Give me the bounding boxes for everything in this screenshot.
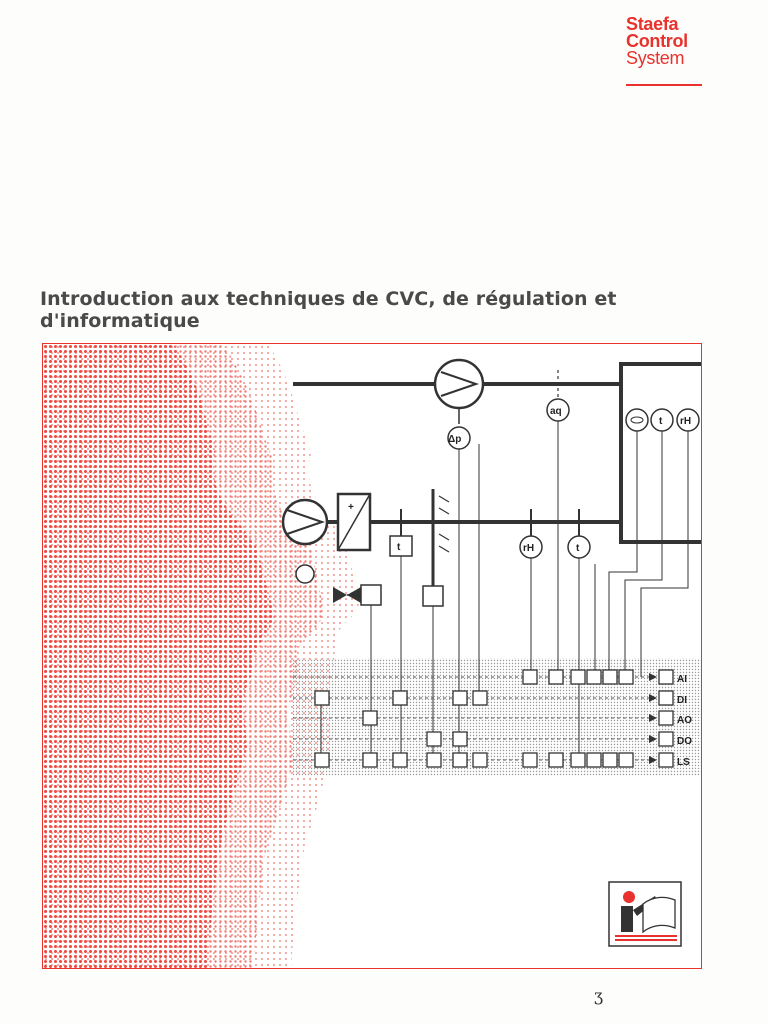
svg-text:+: + <box>348 502 354 513</box>
pressure-label: Δp <box>448 434 461 445</box>
duct-temp-sensor-icon: t <box>567 509 591 559</box>
duct-temp-label: t <box>576 543 580 554</box>
pressure-sensor-icon: Δp <box>447 426 471 450</box>
face-profile-halftone-icon <box>43 344 275 968</box>
signal-label-ls: LS <box>677 757 690 768</box>
signal-label-ao: AO <box>677 715 692 726</box>
temp-sensor-box-icon: t <box>389 509 413 557</box>
page-mark: ʒ <box>594 986 604 1005</box>
room-sensors: t rH <box>625 408 700 432</box>
document-title: Introduction aux techniques de CVC, de r… <box>40 288 617 332</box>
duct-humidity-label: rH <box>523 543 534 554</box>
signal-label-do: DO <box>677 736 692 747</box>
pump-icon <box>281 498 329 546</box>
occupancy-sensor-icon <box>625 408 649 432</box>
brand-line-3: System <box>626 48 685 68</box>
temp-box-label: t <box>397 542 401 553</box>
brand-line-1: Staefa <box>626 14 679 34</box>
room-temp-label: t <box>659 416 663 427</box>
brand-logo: Staefa Control System <box>626 14 688 68</box>
air-quality-label: aq <box>550 406 562 417</box>
signal-label-ai: AI <box>677 674 687 685</box>
duct-humidity-sensor-icon: rH <box>519 509 543 559</box>
control-diagram: + t Δp aq t rH <box>43 344 701 968</box>
air-quality-sensor-icon: aq <box>546 370 570 422</box>
brand-line-2: Control <box>626 31 688 51</box>
room-humidity-label: rH <box>680 416 691 427</box>
cover-illustration: + t Δp aq t rH <box>42 343 702 969</box>
person-pointing-book-icon <box>608 881 682 947</box>
brand-rule <box>626 84 702 86</box>
signal-label-di: DI <box>677 695 687 706</box>
